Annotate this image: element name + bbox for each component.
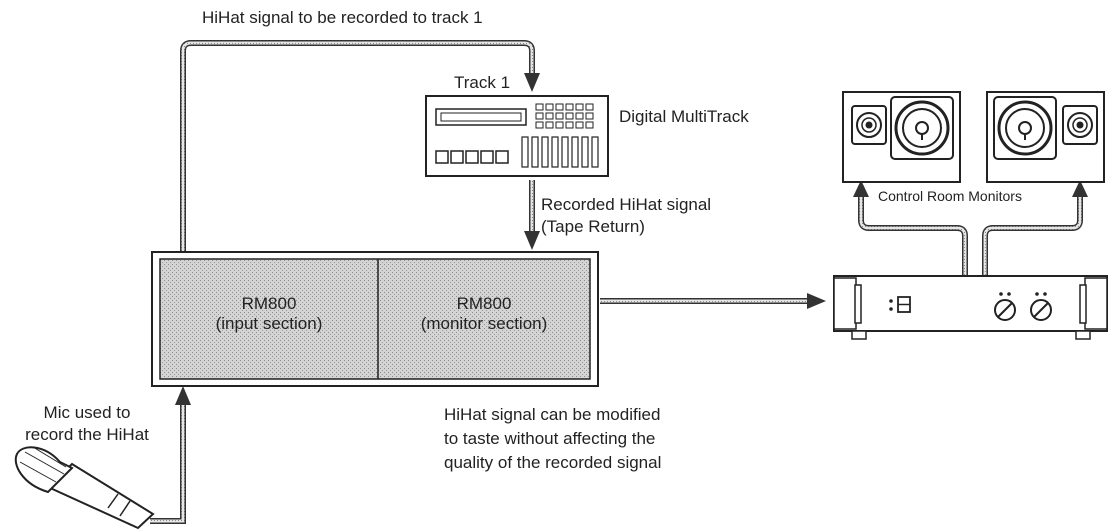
mic-label-line-1: Mic used to <box>43 403 131 422</box>
rm800-monitor-desc: (monitor section) <box>420 314 548 333</box>
microphone-icon <box>14 446 155 530</box>
power-amplifier <box>833 275 1108 340</box>
control-room-monitor-left <box>842 91 961 183</box>
amp-to-monitors-lines <box>853 180 1088 276</box>
modify-note-line-2: to taste without affecting the <box>444 429 656 448</box>
mic-to-rm800-line <box>150 386 191 524</box>
rm800-mixer <box>151 251 599 387</box>
tape-return-label: (Tape Return) <box>541 217 645 236</box>
rm800-monitor-section: RM800 (monitor section) <box>378 294 590 334</box>
track-label: Track 1 <box>454 73 511 92</box>
digital-multitrack-recorder <box>425 95 609 177</box>
rm800-input-desc: (input section) <box>215 314 323 333</box>
top-signal-label: HiHat signal to be recorded to track 1 <box>202 8 483 27</box>
rm800-to-amp-line <box>600 293 826 309</box>
control-room-monitor-right <box>986 91 1105 183</box>
recorded-signal-label: Recorded HiHat signal <box>541 195 712 214</box>
multitrack-label: Digital MultiTrack <box>619 107 749 126</box>
modify-note-line-1: HiHat signal can be modified <box>444 405 661 424</box>
rm800-monitor-name: RM800 <box>456 294 512 313</box>
tape-return-line <box>524 180 540 250</box>
mic-label-line-2: record the HiHat <box>25 425 149 444</box>
mic-label: Mic used to record the HiHat <box>2 402 172 446</box>
modify-note-line-3: quality of the recorded signal <box>444 453 662 472</box>
modify-note: HiHat signal can be modified to taste wi… <box>444 403 661 475</box>
monitors-label: Control Room Monitors <box>878 188 1022 204</box>
rm800-input-section: RM800 (input section) <box>160 294 378 334</box>
input-to-multitrack-line <box>180 40 540 252</box>
rm800-input-name: RM800 <box>241 294 297 313</box>
